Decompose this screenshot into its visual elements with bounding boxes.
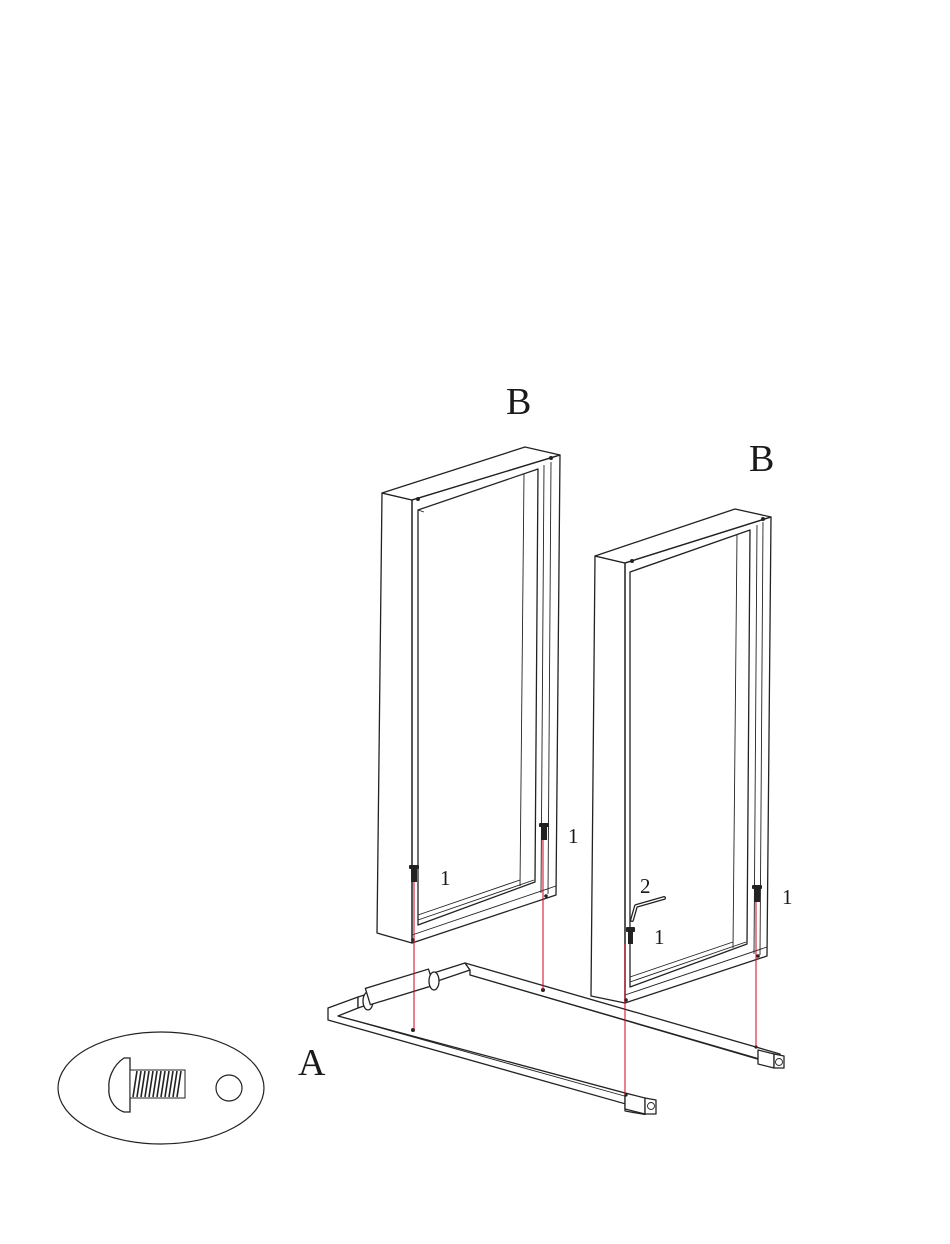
label-bolt-left-b: 1 — [568, 824, 579, 848]
label-bolt-left-a: 1 — [440, 866, 451, 890]
bolt-icon — [626, 927, 635, 944]
label-base: A — [298, 1042, 326, 1084]
base-frame-a — [328, 963, 784, 1115]
base-end-cap-back — [758, 1050, 784, 1068]
allen-key-icon — [632, 898, 664, 920]
washer-icon — [216, 1075, 242, 1101]
label-bolt-right-b: 1 — [654, 925, 665, 949]
label-panel-left: B — [506, 381, 531, 423]
label-panel-right: B — [749, 438, 774, 480]
left-panel-b — [377, 447, 560, 943]
right-panel-b — [591, 509, 771, 1003]
label-allen-key: 2 — [640, 874, 651, 898]
label-bolt-right-a: 1 — [782, 885, 793, 909]
hardware-callout — [58, 1032, 264, 1144]
bolt-icon — [539, 823, 549, 840]
